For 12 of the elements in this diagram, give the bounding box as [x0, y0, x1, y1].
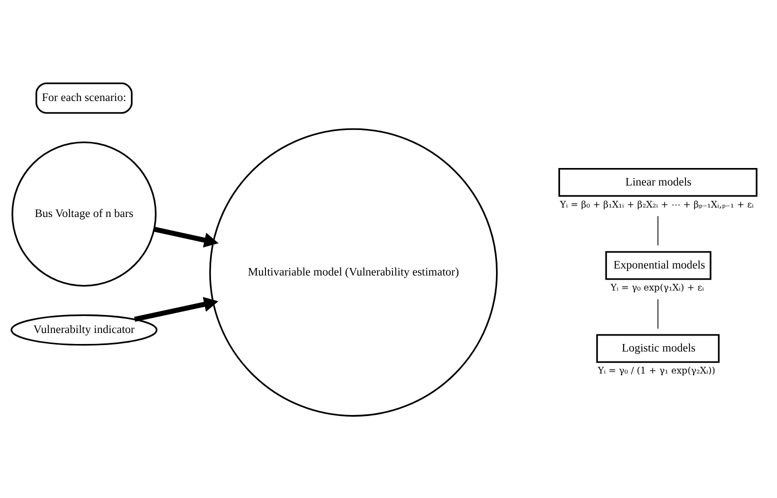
- arrow: [154, 226, 219, 248]
- node-circle: Multivariable model (Vulnerability estimator): [209, 128, 498, 416]
- node-box: For each scenario:: [36, 82, 133, 114]
- node-box: Logistic models: [596, 334, 720, 362]
- node-box: Exponential models: [605, 250, 712, 280]
- node-box: Linear models: [558, 168, 758, 196]
- node-circle: Bus Voltage of n bars: [12, 141, 157, 286]
- node-label: Yᵢ = γ₀ / (1 + γ₁ exp(γ₂Xᵢ)): [598, 366, 716, 376]
- arrow: [134, 296, 218, 322]
- node-label: Yᵢ = γ₀ exp(γ₁Xᵢ) + εᵢ: [610, 282, 704, 293]
- node-ellipse: Vulnerabilty indicator: [10, 314, 158, 346]
- node-label: Yᵢ = β₀ + β₁X₁ᵢ + β₂X₂ᵢ + ⋯ + βₚ₋₁Xᵢ,ₚ₋₁ + εᵢ: [560, 200, 754, 210]
